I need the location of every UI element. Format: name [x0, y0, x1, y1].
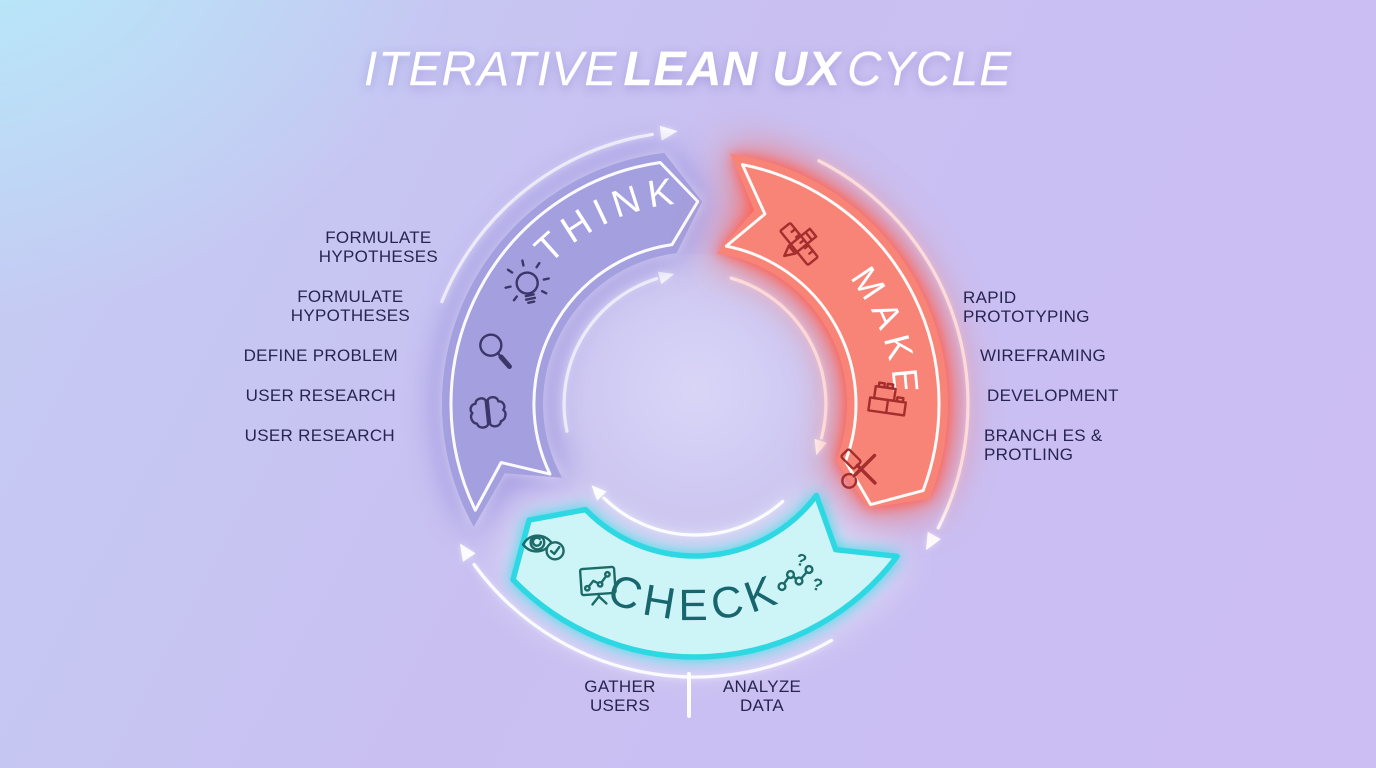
question-mark-icon: ? — [810, 574, 825, 595]
title-emphasis: LEAN UX — [623, 43, 842, 96]
segment-make — [716, 153, 949, 509]
scatter-questions-icon: ? ? — [777, 550, 825, 595]
tools-icon — [840, 448, 877, 489]
question-mark-icon: ? — [794, 550, 809, 571]
inner-arc-bottom-left — [602, 496, 785, 537]
outer-cycle-arrows — [440, 125, 970, 679]
inner-arrowhead-right — [814, 438, 827, 456]
pencil-ruler-icon — [779, 222, 819, 266]
outer-arrowhead-bottom-left — [459, 543, 476, 562]
label-rapid-prototyping: RAPID PROTOTYPING — [963, 288, 1090, 326]
label-user-research-1: USER RESEARCH — [245, 386, 396, 405]
presentation-chart-icon — [578, 565, 617, 606]
title-suffix: CYCLE — [847, 43, 1013, 96]
label-gather-users: GATHER USERS — [584, 677, 656, 715]
lightbulb-icon — [504, 259, 550, 304]
label-define-problem: DEFINE PROBLEM — [243, 346, 398, 365]
segment-think-outline — [449, 161, 700, 512]
inner-arc-right — [729, 276, 828, 440]
outer-arrowhead-right — [926, 531, 941, 551]
bottom-label-divider — [687, 672, 691, 718]
inner-disc — [545, 254, 845, 554]
outer-arc-right — [817, 159, 970, 530]
inner-cycle-arrows — [562, 271, 828, 537]
inner-arrowhead-top — [657, 271, 675, 285]
label-development: DEVELOPMENT — [987, 386, 1119, 405]
label-wireframing: WIREFRAMING — [980, 346, 1107, 365]
label-user-research-2: USER RESEARCH — [244, 426, 395, 445]
magnifier-icon — [479, 333, 512, 370]
label-formulate-hypotheses-1: FORMULATE HYPOTHESES — [318, 228, 438, 266]
outer-arc-bottom-left — [472, 562, 834, 679]
brain-icon — [469, 396, 507, 429]
title-prefix: ITERATIVE — [363, 43, 618, 96]
label-formulate-hypotheses-2: FORMULATE HYPOTHESES — [290, 287, 410, 325]
inner-arc-top — [562, 277, 659, 433]
eye-check-icon — [521, 534, 565, 561]
label-analyze-data: ANALYZE DATA — [722, 677, 802, 715]
inner-arrowhead-bottom-left — [591, 485, 607, 501]
outer-arrowhead-top — [659, 125, 678, 141]
segment-check — [510, 492, 900, 660]
label-branches-protling: BRANCH ES & PROTLING — [984, 426, 1103, 464]
outer-arc-top — [440, 132, 654, 304]
segment-make-outline — [724, 163, 941, 507]
bricks-icon — [867, 381, 908, 417]
